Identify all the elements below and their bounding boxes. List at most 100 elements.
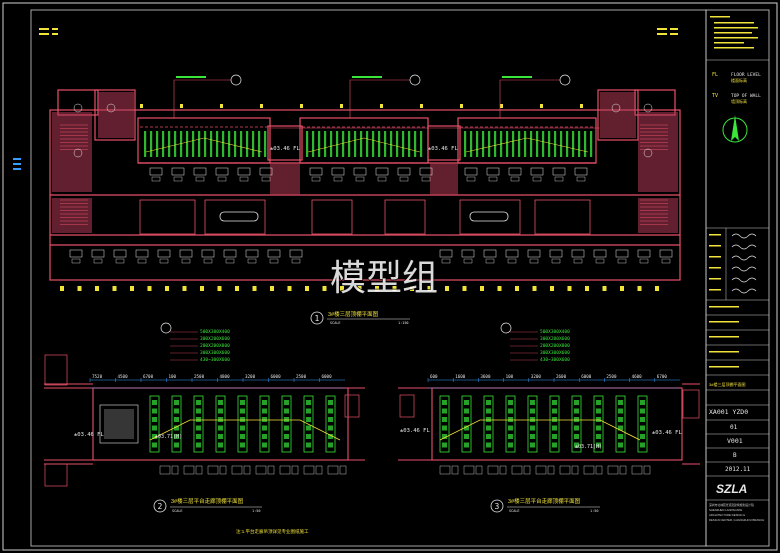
north-arrow-icon: [722, 115, 748, 143]
ceiling-tile: [574, 425, 579, 431]
dimension-value: 100: [506, 374, 514, 379]
ceiling-tile: [530, 442, 535, 448]
column-marker: [392, 286, 397, 291]
ceiling-tile: [240, 442, 245, 448]
ceiling-tile: [596, 434, 601, 439]
ceiling-panel: [303, 395, 314, 453]
dimension-value: 6700: [657, 374, 668, 379]
ceiling-strip: [312, 131, 315, 157]
signature-scribble: [731, 288, 757, 294]
ceiling-tile: [240, 417, 245, 422]
ceiling-strip: [150, 131, 153, 157]
ceiling-run: [465, 137, 589, 153]
desk: [193, 167, 207, 176]
chair: [377, 176, 387, 182]
ceiling-panel: [505, 395, 516, 453]
ceiling-tile: [552, 408, 557, 414]
column-marker: [420, 104, 423, 108]
ceiling-strip: [524, 131, 527, 157]
desk: [464, 167, 478, 176]
ceiling-tile: [306, 442, 311, 448]
chair: [661, 258, 671, 264]
column-marker: [375, 286, 379, 291]
chair: [151, 176, 161, 182]
column-marker: [270, 286, 274, 291]
seat: [255, 465, 267, 475]
ceiling-panel: [461, 395, 472, 453]
column-marker: [340, 104, 343, 108]
ceiling-panel: [325, 395, 336, 453]
ceiling-strip: [180, 131, 183, 157]
ceiling-tile: [618, 400, 623, 405]
ceiling-run: [307, 137, 421, 153]
chair: [466, 176, 476, 182]
round-table: [73, 148, 83, 158]
main-level-right: ±03.46 FL: [428, 146, 458, 152]
plan-3-level-right: ±03.46 FL: [652, 430, 682, 436]
seat: [571, 465, 579, 475]
chair: [291, 258, 301, 264]
dimension-value: 6000: [581, 374, 592, 379]
signature-rows: [709, 233, 757, 368]
ceiling-tile: [508, 425, 513, 431]
dimension-value: 4500: [118, 374, 129, 379]
plan-3-title: 3#楼三层平台走廊顶棚平面图: [508, 497, 581, 505]
seat: [195, 465, 203, 475]
desk: [397, 167, 411, 176]
plan-3-scale: 1:50: [590, 509, 598, 513]
ceiling-tile: [328, 408, 333, 414]
ceiling-panel: [483, 395, 494, 453]
ceiling-strip: [560, 131, 563, 157]
ceiling-note: 300X300X600: [200, 350, 230, 356]
stair-cores: [60, 124, 668, 225]
column-marker: [300, 104, 303, 108]
plan-2-title: 3#楼三层平台走廊顶棚平面图: [171, 497, 244, 505]
plan-1-scale: 1:150: [398, 321, 409, 325]
chair: [203, 258, 213, 264]
ceiling-strip: [536, 131, 539, 157]
ceiling-tile: [640, 425, 645, 431]
ceiling-tile: [152, 425, 157, 431]
seat: [523, 465, 531, 475]
chair: [355, 176, 365, 182]
legend-fl-code: FL: [712, 72, 718, 78]
seat: [315, 465, 323, 475]
ceiling-tile: [596, 417, 601, 422]
seat: [475, 465, 483, 475]
ceiling-strip: [464, 131, 467, 157]
ceiling-strip: [578, 131, 581, 157]
chair: [617, 258, 627, 264]
ceiling-tile: [486, 408, 491, 414]
column-marker: [140, 104, 143, 108]
column-marker: [497, 286, 502, 291]
ceiling-panel: [637, 395, 648, 453]
dimension-value: 2500: [194, 374, 205, 379]
plan-3-seating: [439, 465, 651, 475]
ceiling-tile: [552, 400, 557, 405]
office-desks: [69, 103, 673, 264]
ceiling-strip: [246, 131, 249, 157]
ceiling-tile: [464, 425, 469, 431]
ceiling-tile: [306, 400, 311, 405]
signature-scribble: [731, 233, 757, 239]
ceiling-tile: [196, 408, 201, 414]
desk: [223, 249, 237, 258]
legend-tv-sub: 墙顶标高: [731, 98, 747, 104]
desk: [375, 167, 389, 176]
ceiling-tile: [240, 425, 245, 431]
ceiling-tile: [486, 434, 491, 439]
chair: [115, 258, 125, 264]
conference-tables: [219, 211, 509, 222]
chair: [159, 258, 169, 264]
column-marker: [200, 286, 204, 291]
ceiling-tile: [262, 417, 267, 422]
ceiling-run: [439, 419, 641, 441]
ceiling-tile: [530, 434, 535, 439]
column-marker: [217, 286, 222, 291]
title-block-field: [709, 366, 739, 368]
desk: [245, 249, 259, 258]
chair: [441, 258, 451, 264]
ceiling-strip: [366, 131, 369, 157]
